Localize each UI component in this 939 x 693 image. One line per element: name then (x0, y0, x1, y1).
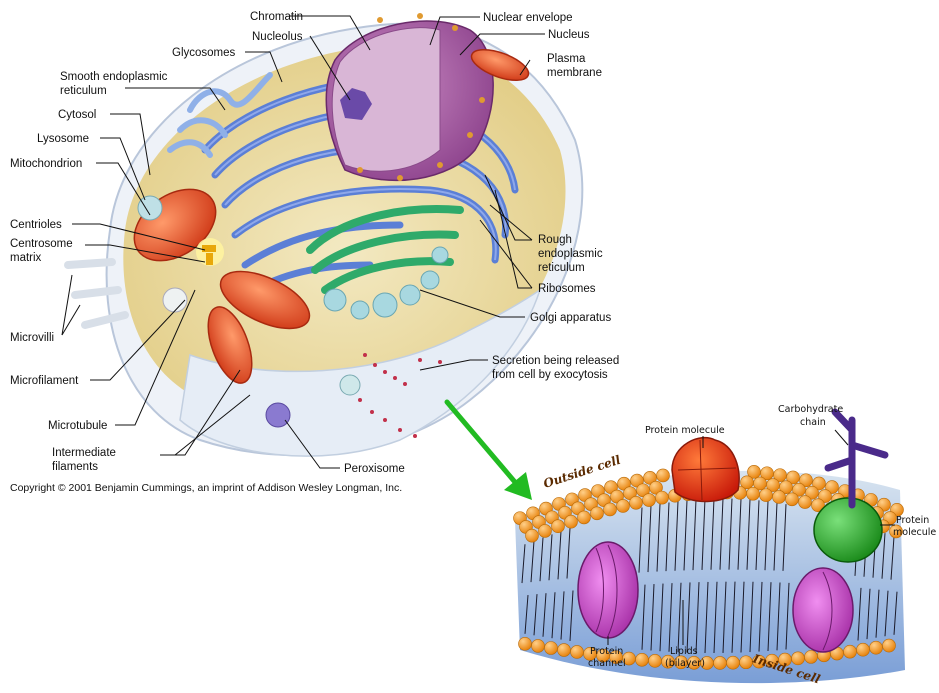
lipid-head (727, 656, 740, 669)
label-centrosome-2: matrix (10, 252, 42, 264)
membrane-closeup (514, 412, 906, 683)
lipid-head (643, 494, 656, 507)
lipid-head (747, 487, 760, 500)
lipid-head (558, 644, 571, 657)
copyright-notice: Copyright © 2001 Benjamin Cummings, an i… (10, 482, 402, 494)
label-protein-molecule-right-1: Protein (896, 515, 929, 526)
lipid-head (656, 491, 669, 504)
lipid-head (805, 650, 818, 663)
lipid-head (578, 511, 591, 524)
lipid-head (657, 469, 670, 482)
lipid-head (539, 524, 552, 537)
lipid-head (760, 489, 773, 502)
lipid-head (526, 529, 539, 542)
lipid-head (591, 507, 604, 520)
lipid-head (565, 515, 578, 528)
lipid-head (571, 645, 584, 658)
vesicle-exo (340, 375, 360, 395)
lipid-head (786, 493, 799, 506)
lipid-head (519, 637, 532, 650)
label-secretion-1: Secretion being released (492, 355, 619, 367)
lipid-head (604, 503, 617, 516)
label-microtubule: Microtubule (48, 420, 107, 432)
label-centrosome-1: Centrosome (10, 238, 73, 250)
protein-channel-left (578, 542, 638, 638)
lipid-head (545, 642, 558, 655)
peroxisome (266, 403, 290, 427)
lipid-head (773, 490, 786, 503)
label-carbohydrate-2: chain (800, 417, 826, 428)
label-plasma-membrane-2: membrane (547, 67, 602, 79)
label-microvilli: Microvilli (10, 332, 54, 344)
label-chromatin: Chromatin (250, 11, 303, 23)
lysosome (138, 196, 162, 220)
label-intermediate-1: Intermediate (52, 447, 116, 459)
lipid-head (844, 645, 857, 658)
label-ribosomes: Ribosomes (538, 283, 596, 295)
label-lipids-2: (bilayer) (665, 658, 705, 669)
label-cytosol: Cytosol (58, 109, 96, 121)
lipid-head (617, 499, 630, 512)
lipid-head (799, 496, 812, 509)
label-protein-channel-2: channel (588, 658, 626, 669)
label-lipids-1: Lipids (670, 646, 698, 657)
label-nuclear-envelope: Nuclear envelope (483, 12, 573, 24)
label-golgi: Golgi apparatus (530, 312, 611, 324)
lipid-head (532, 639, 545, 652)
lipid-head (630, 496, 643, 509)
label-plasma-membrane-1: Plasma (547, 53, 586, 65)
lipid-head (883, 639, 896, 652)
lipid-head (552, 520, 565, 533)
lipid-head (714, 656, 727, 669)
protein-channel-right (793, 568, 853, 652)
protein-molecule-red (672, 438, 739, 502)
label-microfilament: Microfilament (10, 375, 79, 387)
label-protein-molecule-right-2: molecule (893, 527, 936, 538)
protein-molecule-green (814, 498, 882, 562)
label-mitochondrion: Mitochondrion (10, 158, 82, 170)
label-rough-er-2: endoplasmic (538, 248, 603, 260)
label-protein-channel-1: Protein (590, 646, 623, 657)
green-pointer-arrow (447, 402, 532, 500)
label-protein-molecule-top: Protein molecule (645, 425, 725, 436)
label-centrioles: Centrioles (10, 219, 62, 231)
label-intermediate-2: filaments (52, 461, 98, 473)
label-smooth-er-2: reticulum (60, 85, 107, 97)
label-rough-er-3: reticulum (538, 262, 585, 274)
label-rough-er-1: Rough (538, 234, 572, 246)
label-glycosomes: Glycosomes (172, 47, 236, 59)
vesicle (163, 288, 187, 312)
centrosome (196, 238, 224, 266)
lipid-head (636, 653, 649, 666)
lipid-head (870, 641, 883, 654)
label-carbohydrate-1: Carbohydrate (778, 404, 843, 415)
label-nucleus: Nucleus (548, 29, 590, 41)
lipid-head (857, 643, 870, 656)
lipid-head (740, 656, 753, 669)
label-secretion-2: from cell by exocytosis (492, 369, 608, 381)
label-lysosome: Lysosome (37, 133, 89, 145)
label-nucleolus: Nucleolus (252, 31, 303, 43)
label-peroxisome: Peroxisome (344, 463, 405, 475)
lipid-head (649, 654, 662, 667)
label-smooth-er-1: Smooth endoplasmic (60, 71, 168, 83)
